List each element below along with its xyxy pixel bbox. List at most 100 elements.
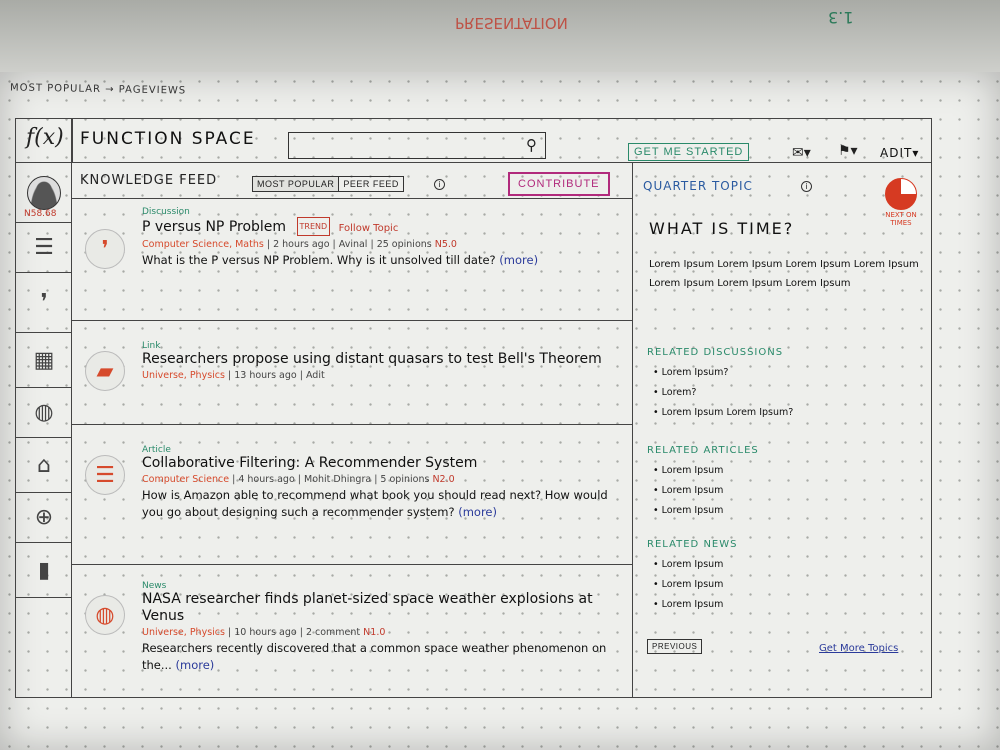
post-score: N1.0 bbox=[360, 627, 386, 638]
post-tags[interactable]: Computer Science, Maths bbox=[142, 239, 264, 250]
related-discussions-heading: RELATED DISCUSSIONS bbox=[647, 347, 784, 358]
list-item[interactable]: Lorem? bbox=[653, 383, 793, 403]
folder-icon: ▦ bbox=[33, 347, 55, 373]
more-link[interactable]: (more) bbox=[499, 253, 539, 267]
globe-icon: ◍ bbox=[34, 400, 54, 425]
app-title: FUNCTION SPACE bbox=[80, 129, 256, 149]
list-item[interactable]: Lorem Ipsum bbox=[653, 555, 724, 575]
feed-title: KNOWLEDGE FEED bbox=[80, 173, 218, 188]
previous-button[interactable]: PREVIOUS bbox=[647, 639, 703, 654]
more-link[interactable]: (more) bbox=[175, 658, 215, 672]
feed-post[interactable]: ▰ Link Researchers propose using distant… bbox=[72, 321, 632, 425]
post-excerpt: How is Amazon able to recommend what boo… bbox=[142, 487, 622, 521]
post-type: Article bbox=[142, 445, 171, 455]
feed-post[interactable]: ❜ Discussion P versus NP Problem TREND F… bbox=[72, 199, 632, 321]
post-score: N5.0 bbox=[431, 239, 457, 250]
article-icon: ☰ bbox=[85, 455, 125, 495]
tab-peer-feed[interactable]: PEER FEED bbox=[339, 176, 404, 192]
post-meta: Universe, Physics | 13 hours ago | Adit bbox=[142, 370, 622, 381]
list-item[interactable]: Lorem Ipsum bbox=[653, 575, 724, 595]
post-meta: Computer Science, Maths | 2 hours ago | … bbox=[142, 239, 622, 250]
flag-icon[interactable]: ⚑▾ bbox=[838, 143, 858, 159]
post-tags[interactable]: Universe, Physics bbox=[142, 627, 225, 638]
list-item[interactable]: Lorem Ipsum bbox=[653, 501, 724, 521]
related-news-heading: RELATED NEWS bbox=[647, 539, 738, 550]
search-input[interactable] bbox=[289, 133, 519, 158]
post-meta: Computer Science | 4 hours ago | Mohit D… bbox=[142, 474, 622, 485]
related-discussions-list: Lorem Ipsum? Lorem? Lorem Ipsum Lorem Ip… bbox=[653, 363, 794, 423]
top-bar: f(x) FUNCTION SPACE ⚲ GET ME STARTED ✉▾ … bbox=[16, 119, 931, 163]
crosshair-icon: ⊕ bbox=[34, 505, 54, 530]
discussion-icon: ❜ bbox=[40, 290, 48, 315]
search-box[interactable]: ⚲ bbox=[288, 132, 546, 159]
list-item[interactable]: Lorem Ipsum? bbox=[653, 363, 793, 383]
globe-icon: ◍ bbox=[85, 595, 125, 635]
rail-item-feed[interactable]: ☰ bbox=[16, 223, 72, 273]
contribute-button[interactable]: CONTRIBUTE bbox=[508, 172, 610, 196]
follow-topic-link[interactable]: Follow Topic bbox=[338, 223, 399, 234]
folder-icon: ▰ bbox=[85, 351, 125, 391]
search-icon[interactable]: ⚲ bbox=[526, 136, 537, 154]
post-body: News NASA researcher finds planet-sized … bbox=[142, 581, 622, 674]
feed-tabs: MOST POPULAR PEER FEED bbox=[252, 176, 404, 192]
next-topic-label: NEXT ON TIMES bbox=[885, 211, 917, 227]
list-icon: ☰ bbox=[34, 235, 54, 260]
rail-item-folders[interactable]: ▦ bbox=[16, 333, 72, 388]
info-icon[interactable]: i bbox=[801, 181, 812, 192]
post-excerpt: Researchers recently discovered that a c… bbox=[142, 640, 622, 674]
pie-badge-icon bbox=[885, 178, 917, 210]
logo[interactable]: f(x) bbox=[26, 125, 64, 150]
quarter-topic-heading: QUARTER TOPIC bbox=[643, 179, 753, 193]
post-tags[interactable]: Computer Science bbox=[142, 474, 230, 485]
trend-badge: TREND bbox=[296, 217, 331, 236]
mail-icon[interactable]: ✉▾ bbox=[792, 145, 811, 161]
post-type: News bbox=[142, 581, 167, 591]
rail-profile[interactable]: N58.68 bbox=[16, 163, 72, 223]
left-rail: N58.68 ☰ ❜ ▦ ◍ ⌂ ⊕ ▮ bbox=[16, 163, 72, 697]
related-articles-list: Lorem Ipsum Lorem Ipsum Lorem Ipsum bbox=[653, 461, 724, 521]
rail-item-discussions[interactable]: ❜ bbox=[16, 273, 72, 333]
rail-item-target[interactable]: ⊕ bbox=[16, 493, 72, 543]
list-item[interactable]: Lorem Ipsum Lorem Ipsum? bbox=[653, 403, 794, 423]
related-articles-heading: RELATED ARTICLES bbox=[647, 445, 759, 456]
post-title-line: P versus NP Problem TREND Follow Topic bbox=[142, 217, 622, 237]
post-title[interactable]: Researchers propose using distant quasar… bbox=[142, 351, 602, 367]
info-icon[interactable]: i bbox=[434, 179, 445, 190]
post-type: Discussion bbox=[142, 207, 190, 217]
post-body: Link Researchers propose using distant q… bbox=[142, 341, 622, 381]
related-news-list: Lorem Ipsum Lorem Ipsum Lorem Ipsum bbox=[653, 555, 724, 615]
more-link[interactable]: (more) bbox=[458, 505, 497, 519]
post-meta-text: | 2 hours ago | Avinal | 25 opinions bbox=[263, 239, 432, 250]
avatar[interactable] bbox=[27, 175, 61, 210]
user-menu[interactable]: ADIT▾ bbox=[880, 146, 920, 160]
post-tags[interactable]: Universe, Physics bbox=[142, 370, 225, 381]
rail-item-stats[interactable]: ▮ bbox=[16, 543, 72, 598]
app-window: f(x) FUNCTION SPACE ⚲ GET ME STARTED ✉▾ … bbox=[15, 118, 932, 698]
photo-backdrop: PRESENTATION 1.3 bbox=[0, 0, 1000, 80]
feed-post[interactable]: ☰ Article Collaborative Filtering: A Rec… bbox=[72, 425, 632, 565]
library-icon: ⌂ bbox=[37, 452, 51, 478]
rail-item-explore[interactable]: ◍ bbox=[16, 388, 72, 438]
post-body: Article Collaborative Filtering: A Recom… bbox=[142, 445, 622, 521]
post-title[interactable]: NASA researcher finds planet-sized space… bbox=[142, 591, 593, 624]
post-score: N2.0 bbox=[429, 474, 455, 485]
post-meta-text: | 4 hours ago | Mohit Dhingra | 5 opinio… bbox=[229, 474, 430, 485]
reputation-score: N58.68 bbox=[24, 209, 57, 219]
get-more-topics-link[interactable]: Get More Topics bbox=[819, 643, 899, 654]
list-item[interactable]: Lorem Ipsum bbox=[653, 461, 724, 481]
topic-title[interactable]: WHAT IS TIME? bbox=[649, 219, 795, 238]
feed-post[interactable]: ◍ News NASA researcher finds planet-size… bbox=[72, 565, 632, 697]
get-started-button[interactable]: GET ME STARTED bbox=[628, 143, 750, 161]
list-item[interactable]: Lorem Ipsum bbox=[653, 595, 724, 615]
list-item[interactable]: Lorem Ipsum bbox=[653, 481, 724, 501]
post-title[interactable]: P versus NP Problem bbox=[142, 219, 287, 235]
tab-most-popular[interactable]: MOST POPULAR bbox=[252, 176, 340, 192]
back-sheet-number: 1.3 bbox=[828, 8, 854, 27]
post-type: Link bbox=[142, 341, 161, 351]
rail-item-library[interactable]: ⌂ bbox=[16, 438, 72, 493]
post-excerpt-text: What is the P versus NP Problem. Why is … bbox=[142, 253, 496, 267]
post-title[interactable]: Collaborative Filtering: A Recommender S… bbox=[142, 455, 478, 471]
post-body: Discussion P versus NP Problem TREND Fol… bbox=[142, 207, 622, 269]
chart-icon: ▮ bbox=[37, 557, 51, 583]
post-excerpt-text: Researchers recently discovered that a c… bbox=[142, 641, 607, 672]
